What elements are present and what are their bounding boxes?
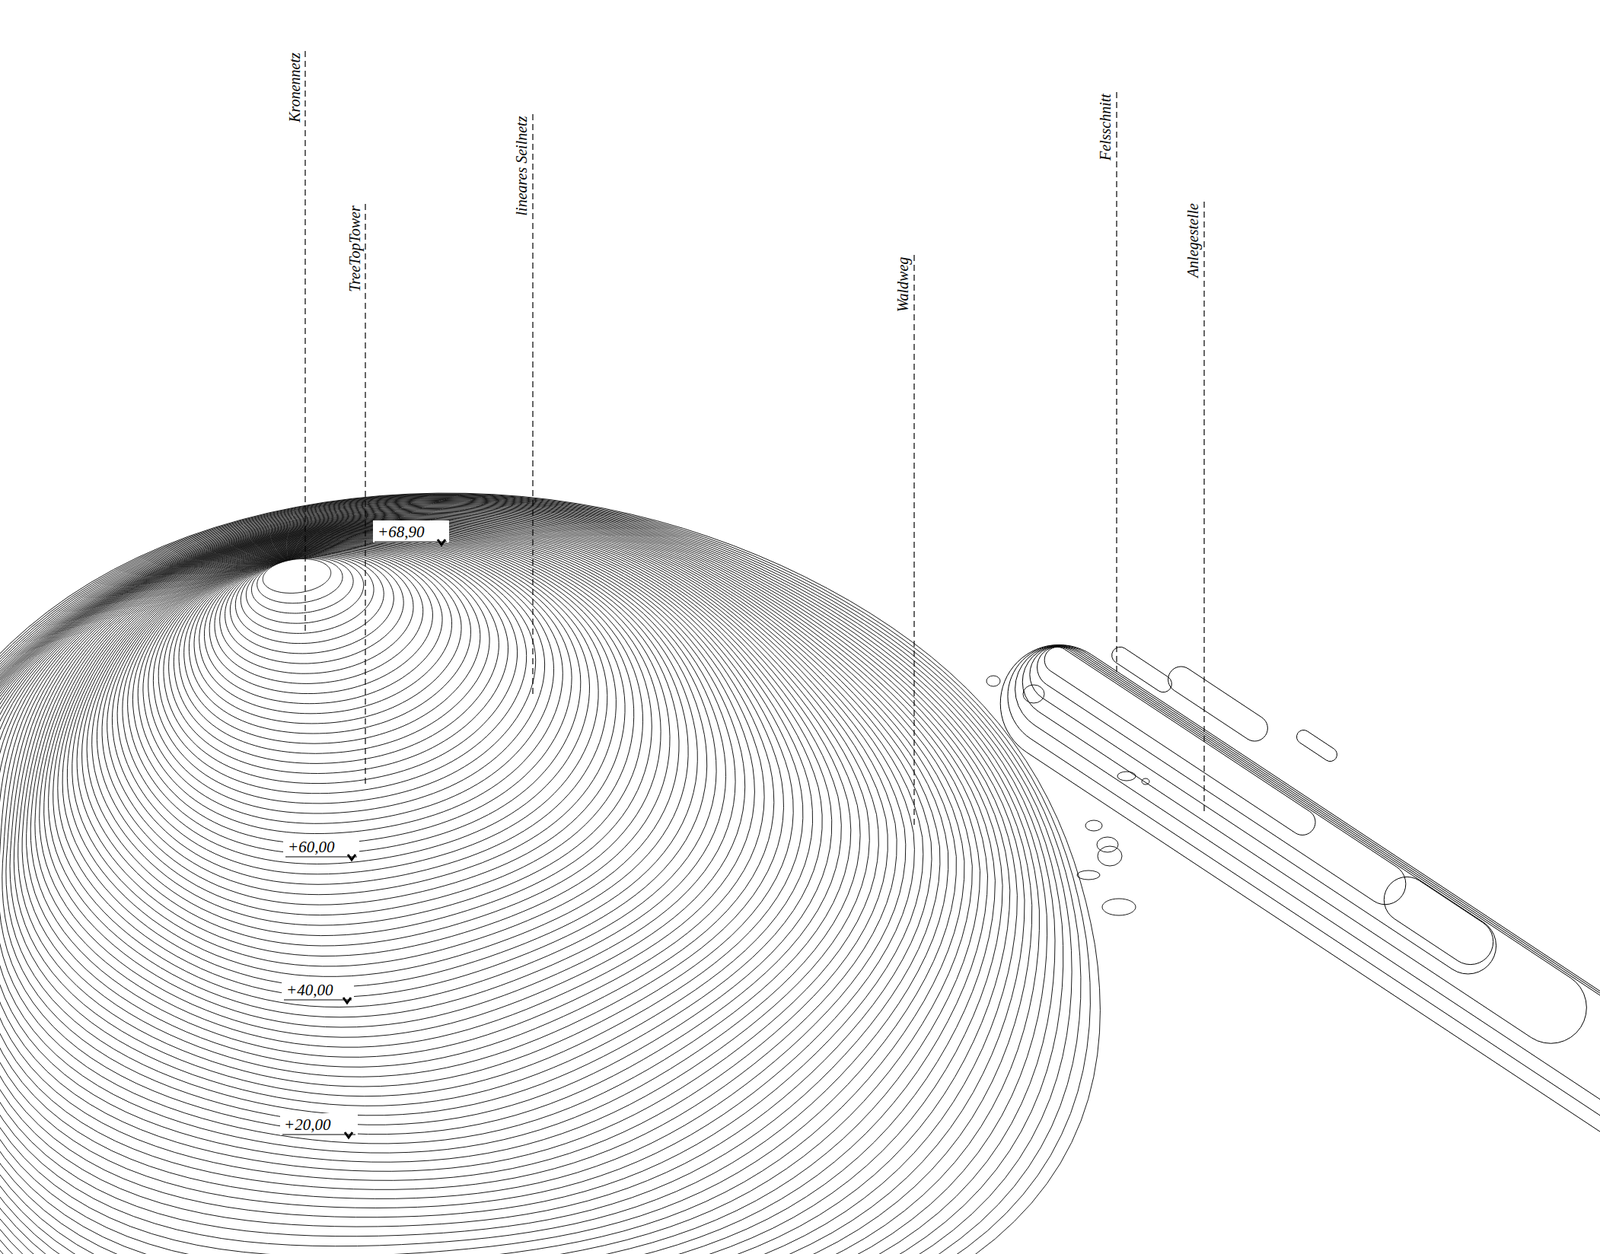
- contour-line: [1019, 635, 1508, 985]
- contour-line: [48, 526, 727, 1018]
- contour-line: [0, 493, 1100, 1254]
- contour-line: [1039, 642, 1321, 841]
- label-ground: [372, 520, 450, 543]
- level-chevron: [347, 854, 356, 861]
- rock-contour: [1023, 685, 1045, 704]
- contour-line: [0, 495, 1064, 1254]
- contour-line: [1008, 632, 1600, 1059]
- level-line: [374, 541, 447, 543]
- contour-line: [0, 497, 1040, 1254]
- contour-line: [0, 494, 1081, 1254]
- contour-line: [988, 625, 1600, 1203]
- level-line: [282, 1134, 356, 1136]
- label-ground: [280, 1113, 358, 1136]
- contour-line: [82, 532, 662, 947]
- contour-line: [0, 496, 1055, 1254]
- rock-contour: [1085, 820, 1103, 832]
- level-chevron: [437, 539, 446, 546]
- rock-contour: [1102, 898, 1136, 916]
- elevation-label: +40,00: [284, 981, 335, 999]
- contour-line: [0, 510, 915, 1209]
- level-line: [285, 857, 357, 858]
- contour-line: [39, 525, 746, 1038]
- contour-line: [0, 511, 906, 1200]
- feature-label: lineares Seilnetz: [513, 115, 530, 216]
- contour-line: [0, 506, 957, 1254]
- leader-line: [1115, 92, 1117, 674]
- contour-line: [117, 537, 599, 875]
- contour-line: [13, 520, 804, 1097]
- contour-line: [0, 498, 1033, 1254]
- contour-line: [0, 500, 1017, 1254]
- contour-line: [53, 527, 717, 1008]
- contour-line: [2, 518, 832, 1126]
- contour-line: [0, 500, 1003, 1254]
- contour-line: [0, 506, 949, 1247]
- rock-contour: [1117, 771, 1136, 781]
- feature-label: Felsschnitt: [1096, 93, 1114, 161]
- contour-line: [1108, 643, 1175, 696]
- contour-line: [0, 513, 888, 1181]
- contour-line: [0, 508, 932, 1228]
- level-chevron: [343, 997, 351, 1004]
- rock-contour: [1097, 846, 1122, 867]
- contour-line: [6, 519, 823, 1116]
- leader-line: [304, 50, 306, 633]
- feature-label: Waldweg: [894, 256, 912, 313]
- contour-line: [107, 535, 617, 896]
- leader-line: [1203, 201, 1205, 815]
- level-markers: [280, 520, 450, 1138]
- contour-line: [0, 503, 980, 1254]
- contour-line: [0, 504, 973, 1254]
- contour-line: [0, 507, 941, 1237]
- label-ground: [283, 835, 360, 858]
- contour-line: [998, 628, 1600, 1130]
- contour-line: [35, 524, 756, 1048]
- contour-line: [0, 515, 870, 1164]
- contour-line: [978, 622, 1600, 1254]
- leader-line: [532, 114, 533, 696]
- elevation-label: +20,00: [282, 1116, 332, 1134]
- contour-line: [0, 495, 1072, 1254]
- rock-contour: [986, 675, 1001, 687]
- contour-line: [44, 525, 736, 1028]
- contour-line: [1163, 661, 1273, 746]
- contour-line: [111, 536, 607, 886]
- elevation-label: +68,90: [376, 523, 426, 541]
- contour-line: [0, 516, 851, 1145]
- hill-contours: [0, 493, 1100, 1254]
- contour-line: [22, 522, 784, 1078]
- feature-label: Kronennetz: [285, 52, 303, 122]
- contour-line: [9, 519, 813, 1106]
- leader-lines: [305, 50, 1205, 829]
- contour-line: [1375, 868, 1503, 974]
- spit-contours: [978, 622, 1600, 1254]
- feature-label: TreeTopTower: [345, 205, 363, 292]
- contour-line: [86, 532, 652, 937]
- rock-contour: [1141, 778, 1150, 785]
- contour-line: [1294, 727, 1340, 765]
- contour-line: [0, 502, 995, 1254]
- level-chevron: [344, 1132, 353, 1138]
- contour-line: [0, 497, 1048, 1254]
- contour-line: [30, 523, 765, 1058]
- elevation-label: +60,00: [286, 838, 336, 856]
- contour-line: [0, 494, 1091, 1254]
- contour-line: [26, 522, 775, 1068]
- feature-label: Anlegestelle: [1184, 203, 1202, 278]
- contour-line: [122, 538, 590, 865]
- leader-line: [913, 254, 915, 829]
- label-ground: [281, 978, 354, 1001]
- contour-line: [0, 499, 1025, 1254]
- leader-line: [364, 203, 366, 785]
- rock-contour: [1077, 870, 1100, 880]
- level-line: [283, 1000, 352, 1001]
